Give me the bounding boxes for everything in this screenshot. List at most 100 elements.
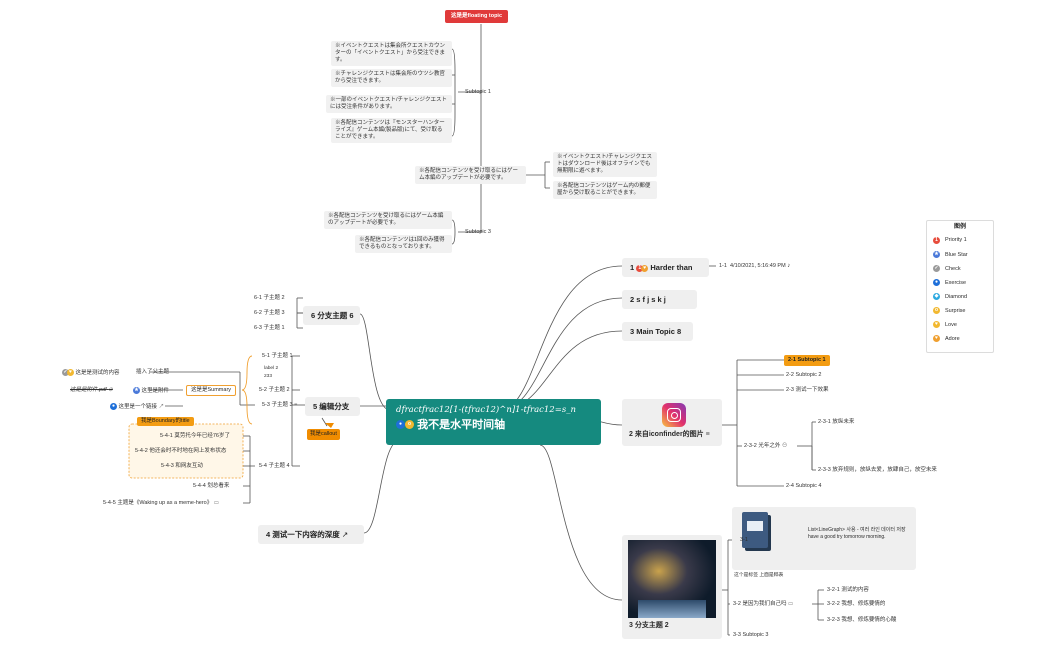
- link-topic3: [539, 444, 623, 601]
- love-icon: ♥: [933, 321, 940, 329]
- legend-item-label: Priority 1: [945, 237, 967, 244]
- card-text: List<LineGraph> 사용 - 여러 라인 데이터 저장 have a…: [808, 527, 906, 540]
- legend-item-label: Blue Star: [945, 251, 968, 258]
- floating-topic[interactable]: 这是是floating topic: [445, 10, 509, 23]
- sub53-child-3[interactable]: ● 这里是一个链接 ↗: [110, 403, 165, 410]
- topic3-child-2[interactable]: 3-2 是因为我们自己吗 ▭: [733, 601, 794, 607]
- attachment-icon: ⊘: [108, 387, 113, 393]
- boundary-title[interactable]: 我是Boundary的title: [137, 417, 194, 426]
- blue-star-icon: ★: [133, 387, 140, 394]
- legend-item: ◆Diamond: [933, 293, 993, 301]
- subtopic1-note-4[interactable]: ※各配信コンテンツは『モンスターハンターライズ』ゲーム本編(製品版)にて、受け取…: [331, 118, 452, 143]
- instagram-icon: [662, 403, 686, 427]
- mid-child-1[interactable]: ※イベントクエスト/チャレンジクエストはダウンロード後はオフラインでも無期限に遊…: [553, 152, 657, 177]
- topic3-label: 3 分支主题 2: [629, 622, 669, 629]
- subtopic3-note-2[interactable]: ※各配信コンテンツは1回のみ獲得できるものとなっております。: [355, 235, 452, 253]
- topic5[interactable]: 5 编辑分支: [305, 397, 360, 417]
- callout[interactable]: 我是callout: [307, 429, 340, 440]
- topic4[interactable]: 4 测试一下内容的深度 ↗: [258, 525, 364, 545]
- topic5-child-1[interactable]: 5-1 子主题 1: [262, 353, 293, 359]
- external-link-icon: ↗: [341, 530, 349, 539]
- iconfinder-child-2[interactable]: 2-2 Subtopic 2: [786, 372, 822, 378]
- subtopic1-note-1[interactable]: ※イベントクエストは集会所クエストカウンターの「イベントクエスト」から受注できま…: [331, 41, 452, 66]
- topic5-label2: label 2: [264, 366, 279, 371]
- link-sfjskj: [499, 297, 623, 411]
- topic3-grand-2[interactable]: 3-2-2 我想、修炼要情的: [827, 601, 886, 607]
- check-icon: ✓: [933, 264, 940, 272]
- microphone-icon: ♪: [787, 263, 791, 269]
- surprise-icon: o: [933, 307, 940, 315]
- exercise-icon: ●: [933, 278, 940, 286]
- topic-iconfinder[interactable]: 2 来自iconfinder的图片 ≡: [622, 399, 722, 446]
- check-icon: ✓: [62, 369, 69, 376]
- legend-item-label: Exercise: [945, 279, 967, 286]
- topic3-grand-3[interactable]: 3-2-3 我想、修炼要情的心酸: [827, 617, 897, 623]
- topic3-child-3[interactable]: 3-3 Subtopic 3: [733, 632, 769, 638]
- exercise-icon: ●: [396, 420, 405, 430]
- iconfinder-grand-2[interactable]: 2-3-3 放弃规则，放纵去爱，放肆自己，放空未来: [818, 467, 937, 473]
- subtopic3-label[interactable]: Subtopic 3: [465, 229, 491, 235]
- legend-title: 图例: [953, 224, 966, 230]
- subtopic1-label[interactable]: Subtopic 1: [465, 89, 491, 95]
- subtopic1-note-2[interactable]: ※チャレンジクエストは集会所のウツシ教官から受注できます。: [331, 69, 452, 87]
- link-topic6: [359, 313, 391, 411]
- subtopic3-note-1[interactable]: ※各配信コンテンツを受け取るにはゲーム本編のアップデートが必要です。: [324, 211, 452, 229]
- topic5-child-3[interactable]: 5-3 子主题 3 ≡: [262, 402, 298, 408]
- sub54-child-5[interactable]: 5-4-5 主题是《Waking up as a meme-hero》 ▭: [103, 500, 219, 506]
- card-caption: 这个是标签 上面是粹表: [734, 573, 784, 578]
- sub53-child-1[interactable]: ✓♥ 这是是测试的内容: [62, 369, 120, 376]
- summary-bracket: [241, 355, 253, 425]
- topic6-child-3[interactable]: 6-3 子主题 1: [254, 325, 285, 331]
- topic3[interactable]: 3 分支主题 2: [622, 535, 722, 639]
- sub54-child-4[interactable]: 5-4-4 划总看来: [193, 483, 230, 489]
- topic6-child-2[interactable]: 6-2 子主题 3: [254, 310, 285, 316]
- legend-item-label: Surprise: [945, 308, 966, 315]
- iconfinder-grand-1[interactable]: 2-3-1 放纵未来: [818, 419, 855, 425]
- mid-child-2[interactable]: ※各配信コンテンツはゲーム内の郵便屋から受け取ることができます。: [553, 181, 657, 199]
- sub53-parent[interactable]: 插入了父主题: [136, 369, 170, 375]
- sub54-child-3[interactable]: 5-4-3 和网友互动: [161, 463, 203, 469]
- sub54-child-2[interactable]: 5-4-2 他还会时不时地在网上发布状态: [135, 448, 227, 454]
- legend-item: ♥Love: [933, 321, 993, 329]
- topic3-card[interactable]: 3-1 List<LineGraph> 사용 - 여러 라인 데이터 저장 ha…: [732, 507, 916, 570]
- adore-icon: ♥: [641, 264, 649, 272]
- sub54-child-1[interactable]: 5-4-1 莫劳托今年已经76岁了: [160, 433, 230, 439]
- blue-star-icon: ★: [933, 250, 940, 258]
- subtopic1-note-3[interactable]: ※一部のイベントクエスト/チャレンジクエストには受注条件があります。: [326, 95, 452, 113]
- sub53-child-2[interactable]: 这是是附件.pdf ⊘: [70, 387, 113, 393]
- legend-item: ✓Check: [933, 264, 993, 273]
- topic-harder-than[interactable]: 1 1♥ Harder than: [622, 258, 709, 278]
- legend-item-label: Adore: [945, 336, 960, 343]
- legend-item: ★ Blue Star: [933, 250, 993, 259]
- priority-1-icon: 1: [636, 264, 644, 272]
- exercise-icon: ●: [110, 403, 117, 410]
- iconfinder-child-1[interactable]: 2-1 Subtopic 1: [784, 355, 830, 366]
- central-title: 我不是水平时间轴: [417, 418, 506, 431]
- topic-sfjskj[interactable]: 2 s f j s k j: [622, 290, 697, 310]
- topic5-child-2[interactable]: 5-2 子主题 2: [259, 387, 290, 393]
- link-topic4: [363, 439, 401, 534]
- topic5-child-4[interactable]: 5-4 子主题 4: [259, 463, 290, 469]
- iconfinder-child-3[interactable]: 2-3 测试一下效果: [786, 387, 829, 393]
- adore-icon: ♥: [933, 335, 940, 343]
- central-topic[interactable]: dfractfrac12[1-(tfrac12)^n]1-tfrac12=s_n…: [386, 399, 601, 445]
- mid-topic[interactable]: ※各配信コンテンツを受け取るにはゲーム本編のアップデートが必要です。: [415, 166, 526, 184]
- iconfinder-label: 2 来自iconfinder的图片: [629, 431, 704, 438]
- summary[interactable]: 这是是Summary: [186, 385, 237, 396]
- iconfinder-child-4[interactable]: 2-3-2 光年之外 ⊖: [744, 443, 788, 449]
- topic3-grand-1[interactable]: 3-2-1 测试的内容: [827, 587, 869, 593]
- sub53-attach[interactable]: ★ 这里是附件: [133, 387, 170, 394]
- notes-icon: ≡: [705, 431, 710, 438]
- link-harder: [499, 265, 623, 411]
- card-number: 3-1: [740, 537, 748, 543]
- iconfinder-child-5[interactable]: 2-4 Subtopic 4: [786, 483, 822, 489]
- harder-child[interactable]: 1-1 4/10/2021, 5:16:49 PM ♪: [719, 263, 791, 269]
- central-formula: dfractfrac12[1-(tfrac12)^n]1-tfrac12=s_n: [396, 405, 576, 415]
- surprise-icon: o: [405, 420, 415, 430]
- topic3-image: [628, 540, 716, 618]
- topic6-child-1[interactable]: 6-1 子主题 2: [254, 295, 285, 301]
- topic6[interactable]: 6 分支主题 6: [303, 306, 360, 326]
- topic-main8[interactable]: 3 Main Topic 8: [622, 322, 693, 342]
